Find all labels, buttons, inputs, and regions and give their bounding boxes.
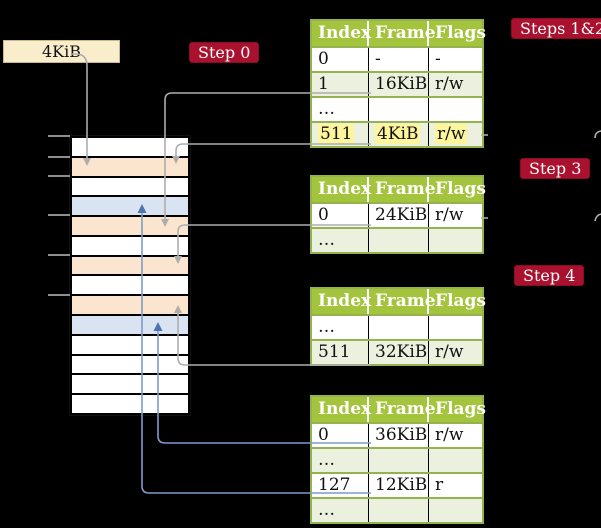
table-row-highlighted: 511 4KiB r/w bbox=[312, 121, 482, 146]
cell-flags bbox=[429, 229, 482, 252]
cell-index: … bbox=[312, 499, 369, 522]
memory-row-white bbox=[72, 274, 188, 295]
highlight-mark: 511 bbox=[318, 124, 355, 144]
col-header-index: Index bbox=[312, 177, 371, 202]
col-header-flags: Flags bbox=[435, 179, 486, 199]
memory-row-white bbox=[72, 234, 188, 255]
memory-row-blue bbox=[72, 195, 188, 216]
memory-row-peach bbox=[72, 294, 188, 315]
cell-frame: 12KiB bbox=[369, 474, 429, 497]
cell-index: … bbox=[312, 98, 369, 121]
table-row: 127 12KiB r bbox=[312, 472, 482, 497]
col-header-index: Index bbox=[312, 21, 371, 46]
address-tick bbox=[48, 156, 70, 158]
cell-flags: - bbox=[435, 49, 441, 69]
cell-index: … bbox=[312, 229, 369, 252]
address-tick bbox=[48, 175, 70, 177]
cell-flags bbox=[429, 316, 482, 339]
cell-frame bbox=[369, 449, 429, 472]
cell-index: 1 bbox=[312, 73, 369, 96]
cell-flags: r/w bbox=[435, 425, 464, 445]
highlight-mark: 4KiB bbox=[375, 124, 421, 144]
col-header-flags: Flags bbox=[435, 23, 486, 43]
cell-frame: - bbox=[369, 48, 429, 71]
col-header-index: Index bbox=[312, 397, 371, 422]
table-header-row: Index Frame Flags bbox=[312, 289, 486, 314]
col-header-flags: Flags bbox=[435, 399, 486, 419]
table-header-row: Index Frame Flags bbox=[312, 21, 486, 46]
cell-index: 511 bbox=[312, 123, 369, 146]
memory-row-white bbox=[72, 353, 188, 374]
table-header-row: Index Frame Flags bbox=[312, 177, 486, 202]
cell-index: 0 bbox=[312, 204, 369, 227]
col-header-frame: Frame bbox=[369, 177, 436, 202]
cell-frame bbox=[369, 499, 429, 522]
badge-steps-1-2: Steps 1&2 bbox=[511, 18, 601, 39]
table-header-row: Index Frame Flags bbox=[312, 397, 486, 422]
col-header-index: Index bbox=[312, 289, 371, 314]
page-table-bottom: Index Frame Flags 0 36KiB r/w … 127 12Ki… bbox=[310, 395, 486, 524]
memory-row-white bbox=[72, 138, 188, 156]
table-row: … bbox=[312, 497, 482, 522]
cell-frame bbox=[369, 316, 429, 339]
cell-flags bbox=[429, 98, 482, 121]
cell-frame: 24KiB bbox=[369, 204, 429, 227]
memory-row-white bbox=[72, 175, 188, 196]
cell-frame: 32KiB bbox=[369, 341, 429, 364]
cell-index: … bbox=[312, 316, 369, 339]
memory-row-white bbox=[72, 393, 188, 413]
table-row: 1 16KiB r/w bbox=[312, 71, 482, 96]
cell-index: 511 bbox=[312, 341, 369, 364]
cell-index: 0 bbox=[312, 48, 369, 71]
cell-flags: r/w bbox=[429, 123, 482, 146]
table-row: 0 - - bbox=[312, 46, 482, 71]
address-tick bbox=[48, 254, 70, 256]
memory-row-white bbox=[72, 333, 188, 354]
col-header-flags: Flags bbox=[435, 291, 486, 311]
page-table-step-4: Index Frame Flags … 511 32KiB r/w bbox=[310, 287, 486, 366]
memory-row-peach bbox=[72, 215, 188, 235]
cell-flags bbox=[429, 499, 482, 522]
table-row: 0 24KiB r/w bbox=[312, 202, 482, 227]
table-row: … bbox=[312, 96, 482, 121]
cell-frame: 36KiB bbox=[369, 424, 429, 447]
cell-index: … bbox=[312, 449, 369, 472]
page-size-box: 4KiB bbox=[3, 40, 120, 63]
table-row: 0 36KiB r/w bbox=[312, 422, 482, 447]
cell-flags: r/w bbox=[435, 74, 464, 94]
page-table-step-3: Index Frame Flags 0 24KiB r/w … bbox=[310, 175, 486, 254]
page-size-label: 4KiB bbox=[41, 42, 81, 61]
memory-row-peach bbox=[72, 155, 188, 176]
physical-memory-column bbox=[69, 135, 191, 416]
page-table-steps-1-2: Index Frame Flags 0 - - 1 16KiB r/w … 51… bbox=[310, 19, 486, 148]
highlight-mark: r/w bbox=[435, 124, 468, 144]
cell-frame bbox=[369, 229, 429, 252]
cell-flags bbox=[429, 449, 482, 472]
table-row: … bbox=[312, 314, 482, 339]
col-header-frame: Frame bbox=[369, 21, 436, 46]
memory-row-peach bbox=[72, 254, 188, 275]
cell-flags: r bbox=[435, 475, 444, 495]
cell-frame bbox=[369, 98, 429, 121]
cell-index: 127 bbox=[312, 474, 369, 497]
badge-step-4: Step 4 bbox=[514, 265, 585, 286]
address-tick bbox=[48, 135, 70, 137]
table-row: … bbox=[312, 227, 482, 252]
cell-flags: r/w bbox=[435, 205, 464, 225]
cell-frame: 16KiB bbox=[369, 73, 429, 96]
table-row: 511 32KiB r/w bbox=[312, 339, 482, 364]
cell-flags: r/w bbox=[435, 342, 464, 362]
badge-step-0: Step 0 bbox=[189, 42, 260, 63]
cell-frame: 4KiB bbox=[369, 123, 429, 146]
col-header-frame: Frame bbox=[369, 397, 436, 422]
badge-step-3: Step 3 bbox=[520, 158, 591, 179]
col-header-frame: Frame bbox=[369, 289, 436, 314]
table-row: … bbox=[312, 447, 482, 472]
memory-row-white bbox=[72, 373, 188, 394]
address-tick bbox=[48, 294, 70, 296]
cell-index: 0 bbox=[312, 424, 369, 447]
address-tick bbox=[48, 214, 70, 216]
memory-row-blue bbox=[72, 314, 188, 334]
